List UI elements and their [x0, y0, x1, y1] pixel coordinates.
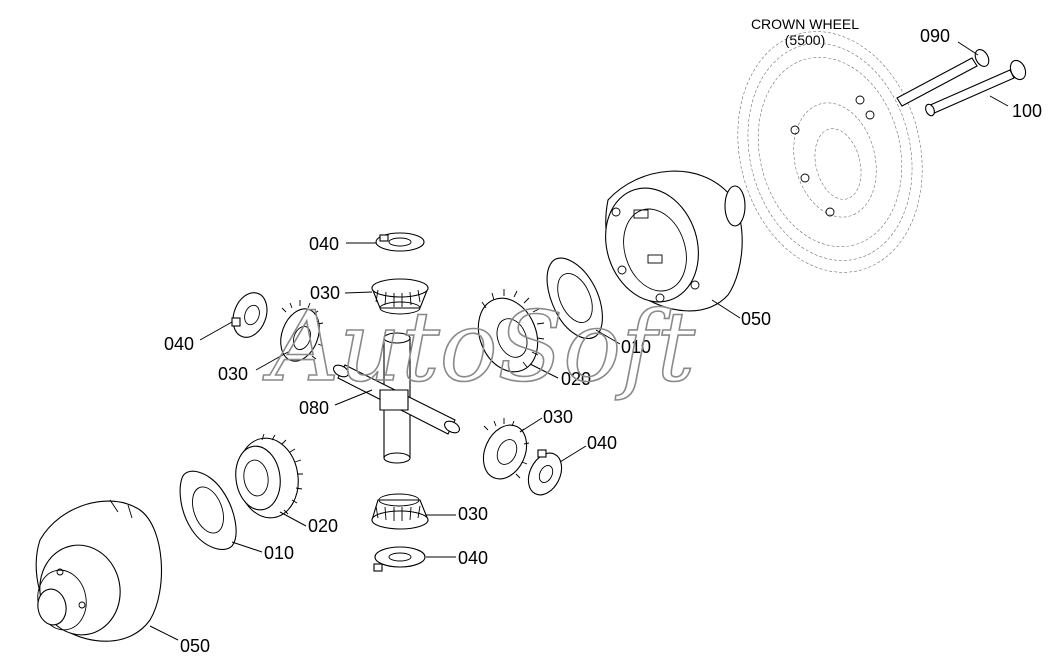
- leader-040-left: [199, 321, 233, 341]
- leader-030-right: [519, 417, 543, 433]
- leader-050-right: [711, 299, 741, 319]
- label-040-bottom: 040: [458, 548, 488, 568]
- label-040-right: 040: [587, 433, 617, 453]
- crown-wheel: [737, 31, 923, 273]
- leader-020-right: [529, 363, 559, 379]
- differential-housing-right: [605, 170, 746, 312]
- label-100: 100: [1012, 101, 1042, 121]
- label-030-left: 030: [218, 364, 248, 384]
- label-090: 090: [920, 26, 950, 46]
- bolt-090: [896, 49, 990, 107]
- thrust-washer-left: [231, 292, 268, 338]
- cross-shaft: [333, 332, 460, 464]
- crown-wheel-part-number: (5500): [785, 32, 825, 48]
- label-020-right: 020: [561, 369, 591, 389]
- thrust-washer-right: [546, 257, 603, 339]
- pinion-gear-bottom: [371, 493, 429, 530]
- leader-080: [334, 389, 373, 406]
- leader-020-bottom: [279, 511, 307, 527]
- label-010-right: 010: [621, 337, 651, 357]
- thrust-washer-right-small: [527, 449, 563, 496]
- label-080: 080: [299, 398, 329, 418]
- pinion-gear-left: [280, 300, 324, 362]
- leader-030-left: [255, 351, 289, 371]
- label-030-bottom: 030: [458, 504, 488, 524]
- leader-010-bottom: [231, 541, 263, 553]
- leader-100: [989, 95, 1009, 107]
- pinion-gear-right: [482, 418, 530, 480]
- watermark-text: AutoSoft: [262, 291, 696, 403]
- leader-010-right: [595, 329, 621, 345]
- leader-090: [957, 41, 979, 56]
- leader-050-bottom: [149, 625, 179, 641]
- crown-wheel-title: CROWN WHEEL: [751, 16, 859, 32]
- thrust-washer-bottom: [373, 546, 426, 572]
- label-040-left: 040: [164, 334, 194, 354]
- side-gear-right: [477, 289, 545, 373]
- label-050-bottom: 050: [180, 636, 210, 656]
- leader-040-right: [559, 445, 587, 463]
- thrust-washer-bottom-large: [179, 470, 237, 550]
- differential-housing-left: [35, 499, 163, 642]
- label-010-bottom: 010: [264, 543, 294, 563]
- label-030-top: 030: [310, 283, 340, 303]
- side-gear-bottom: [235, 433, 303, 519]
- label-020-bottom: 020: [308, 516, 338, 536]
- pinion-gear-top: [371, 278, 429, 315]
- bolt-100: [925, 59, 1027, 117]
- label-050-right: 050: [741, 309, 771, 329]
- label-040-top: 040: [309, 234, 339, 254]
- thrust-washer-top: [375, 232, 425, 252]
- label-030-right: 030: [543, 407, 573, 427]
- leader-030-top: [344, 291, 373, 294]
